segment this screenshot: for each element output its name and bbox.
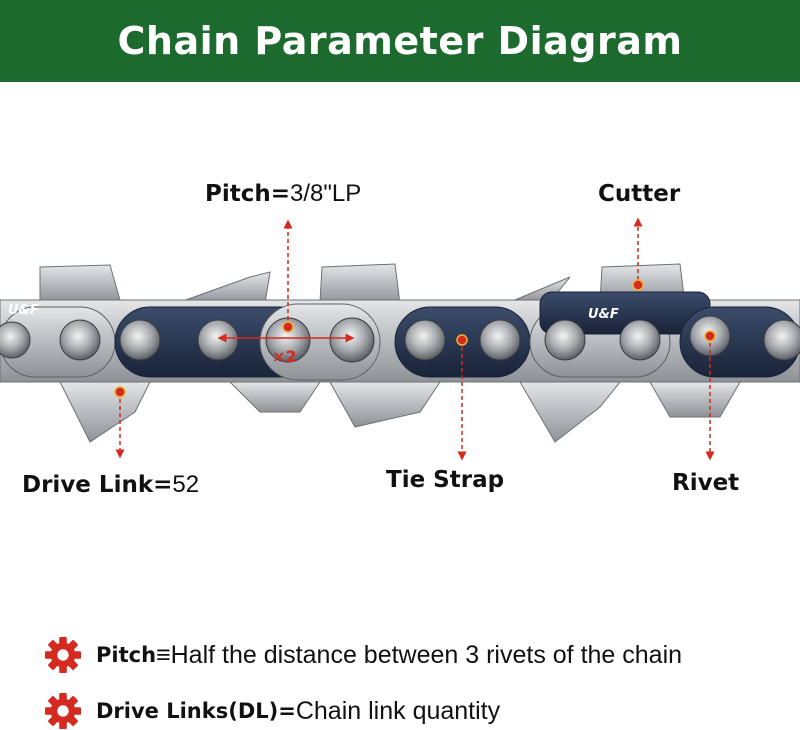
pitch-marker: ×2 bbox=[272, 347, 297, 366]
rivet-label: Rivet bbox=[672, 470, 740, 496]
rivet bbox=[197, 319, 239, 361]
title-banner: Chain Parameter Diagram bbox=[0, 0, 800, 82]
drive-link-label: Drive Link=52 bbox=[22, 471, 200, 498]
cutter-label: Cutter bbox=[598, 181, 681, 207]
legend-drive-links: Drive Links(DL)=Chain link quantity bbox=[44, 692, 500, 730]
rivet bbox=[544, 319, 586, 361]
gear-icon bbox=[44, 636, 82, 674]
page-title: Chain Parameter Diagram bbox=[117, 19, 683, 63]
rivet bbox=[59, 319, 101, 361]
chain-illustration: U&F U&F ×2 bbox=[0, 217, 800, 461]
rivet bbox=[479, 319, 521, 361]
drive-link-teeth bbox=[59, 381, 741, 443]
rivets bbox=[0, 315, 800, 363]
brand-mark: U&F bbox=[588, 307, 619, 322]
pitch-measure: ×2 bbox=[217, 333, 355, 366]
brand-marks: U&F U&F bbox=[8, 303, 619, 322]
tie-strap-label: Tie Strap bbox=[386, 467, 505, 493]
rivet bbox=[329, 317, 375, 363]
legend-pitch: Pitch≡Half the distance between 3 rivets… bbox=[44, 636, 682, 674]
rivet bbox=[119, 319, 161, 361]
rivet bbox=[619, 319, 661, 361]
callout-dots bbox=[114, 279, 716, 398]
pitch-label: Pitch=3/8"LP bbox=[205, 180, 362, 207]
brand-mark: U&F bbox=[8, 303, 39, 318]
rivet bbox=[404, 319, 446, 361]
rivet bbox=[763, 319, 800, 361]
gear-icon bbox=[44, 692, 82, 730]
rivet bbox=[0, 321, 31, 359]
callouts bbox=[115, 217, 715, 461]
